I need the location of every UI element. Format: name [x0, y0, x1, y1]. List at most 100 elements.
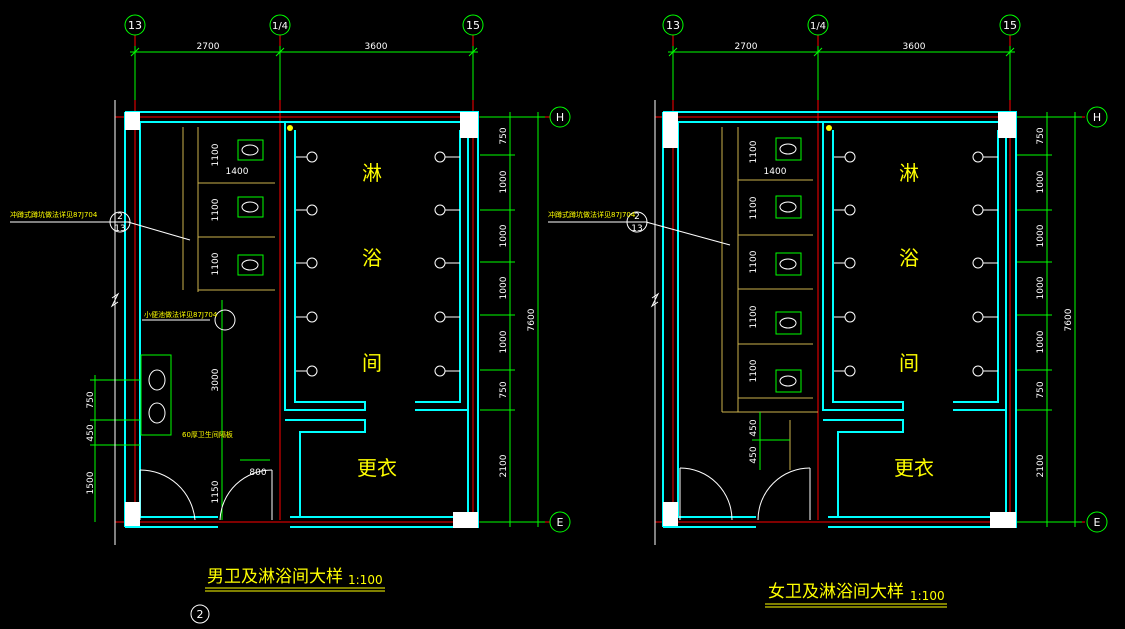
room-label: 浴: [362, 246, 382, 270]
drawing-title: 女卫及淋浴间大样: [768, 582, 904, 602]
svg-text:1100: 1100: [749, 359, 759, 382]
dim-3600: 3600: [365, 42, 388, 52]
axis-bubble-13: 13: [124, 14, 146, 36]
stall-dims: 1100 1100 1100 1400: [211, 143, 249, 275]
shower-heads: [296, 151, 460, 377]
svg-text:1500: 1500: [86, 471, 96, 494]
interior-dims-text: 3000 1150 800: [211, 368, 267, 503]
interior-dims: [221, 300, 270, 520]
room-label: 更衣: [357, 456, 397, 480]
axis-bubble-14: 1/4: [269, 14, 291, 36]
svg-text:800: 800: [249, 468, 266, 478]
note-partition: 60厚卫生间隔板: [182, 430, 233, 439]
svg-text:1000: 1000: [1036, 224, 1046, 247]
room-labels: 淋 浴 间 更衣: [357, 161, 397, 480]
squat-toilet: [775, 137, 802, 161]
squat-toilet: [775, 311, 802, 335]
svg-text:15: 15: [466, 19, 480, 32]
svg-text:13: 13: [128, 19, 142, 32]
svg-text:1000: 1000: [499, 170, 509, 193]
room-label: 更衣: [894, 456, 934, 480]
top-dimension: [668, 46, 1015, 100]
svg-text:1000: 1000: [1036, 276, 1046, 299]
note-squat: 冲蹲式蹲坑做法详见87J704: [10, 210, 98, 219]
svg-text:750: 750: [499, 127, 509, 144]
detail-num: 2: [117, 212, 123, 222]
svg-text:H: H: [1093, 111, 1101, 124]
right-dimension: [480, 112, 545, 527]
squat-toilet: [237, 254, 264, 276]
svg-text:750: 750: [499, 381, 509, 398]
break-lines: [110, 100, 120, 545]
doors: [679, 467, 811, 521]
columns: [663, 112, 1016, 528]
svg-text:1000: 1000: [1036, 170, 1046, 193]
axis-bubble-13: 13: [662, 14, 684, 36]
axis-lines: [655, 35, 1085, 523]
svg-text:1/4: 1/4: [810, 21, 826, 32]
break-lines: [650, 100, 660, 545]
note-urinal: 小便池做法详见87J704: [144, 310, 218, 319]
svg-text:1100: 1100: [211, 252, 221, 275]
columns: [125, 112, 478, 528]
left-dims-text: 750 450 1500: [86, 391, 96, 494]
stall-partitions: [721, 127, 818, 470]
left-dimension: [752, 412, 790, 470]
footer-mark-num: 2: [197, 608, 204, 621]
squat-toilet: [775, 369, 802, 393]
detail-num: 2: [634, 212, 640, 222]
top-dimension: [130, 46, 478, 100]
marker-dot: [287, 125, 293, 131]
leader-lines: [10, 221, 236, 331]
axis-bubble-14: 1/4: [807, 14, 829, 36]
walls: [662, 111, 1017, 528]
leader-lines: [548, 221, 731, 246]
room-label: 淋: [362, 161, 382, 185]
axis-bubble-15: 15: [462, 14, 484, 36]
female-drawing: 13 1/4 15 H E 2700 3600: [548, 14, 1108, 608]
axis-bubble-h: H: [549, 106, 571, 128]
left-dims-text: 450 450: [749, 419, 759, 463]
axis-lines: [115, 35, 550, 523]
drawing-title: 男卫及淋浴间大样: [207, 567, 343, 587]
right-dims-text: 750 1000 1000 1000 1000 750 2100 7600: [1036, 127, 1074, 477]
svg-text:1100: 1100: [749, 196, 759, 219]
stall-dims: 1100 1100 1100 1100 1100 1400: [749, 140, 787, 382]
walls: [124, 111, 479, 528]
squat-toilet: [775, 195, 802, 219]
svg-text:1000: 1000: [499, 330, 509, 353]
squat-toilet: [237, 196, 264, 218]
stall-partitions: [182, 127, 275, 292]
svg-text:E: E: [557, 516, 564, 529]
room-labels: 淋 浴 间 更衣: [894, 161, 934, 480]
axis-bubble-e: E: [1086, 511, 1108, 533]
room-label: 间: [899, 351, 919, 375]
detail-sheet: 13: [631, 224, 642, 234]
svg-text:1100: 1100: [749, 250, 759, 273]
svg-text:450: 450: [749, 446, 759, 463]
washbasins: [140, 354, 172, 436]
svg-text:450: 450: [749, 419, 759, 436]
room-label: 淋: [899, 161, 919, 185]
svg-text:1100: 1100: [749, 140, 759, 163]
svg-text:7600: 7600: [527, 308, 537, 331]
svg-text:2100: 2100: [1036, 454, 1046, 477]
svg-text:750: 750: [1036, 127, 1046, 144]
dim-3600: 3600: [903, 42, 926, 52]
svg-text:1400: 1400: [226, 167, 249, 177]
note-squat: 冲蹲式蹲坑做法详见87J704: [548, 210, 636, 219]
squat-toilet: [775, 252, 802, 276]
svg-text:1100: 1100: [211, 198, 221, 221]
marker-dot: [826, 125, 832, 131]
drawing-scale: 1:100: [348, 573, 383, 587]
svg-text:750: 750: [86, 391, 96, 408]
svg-text:750: 750: [1036, 381, 1046, 398]
svg-text:E: E: [1094, 516, 1101, 529]
dim-2700: 2700: [197, 42, 220, 52]
svg-text:1/4: 1/4: [272, 21, 288, 32]
squat-toilets: [237, 139, 264, 276]
svg-text:1150: 1150: [211, 480, 221, 503]
squat-toilets: [775, 137, 802, 393]
